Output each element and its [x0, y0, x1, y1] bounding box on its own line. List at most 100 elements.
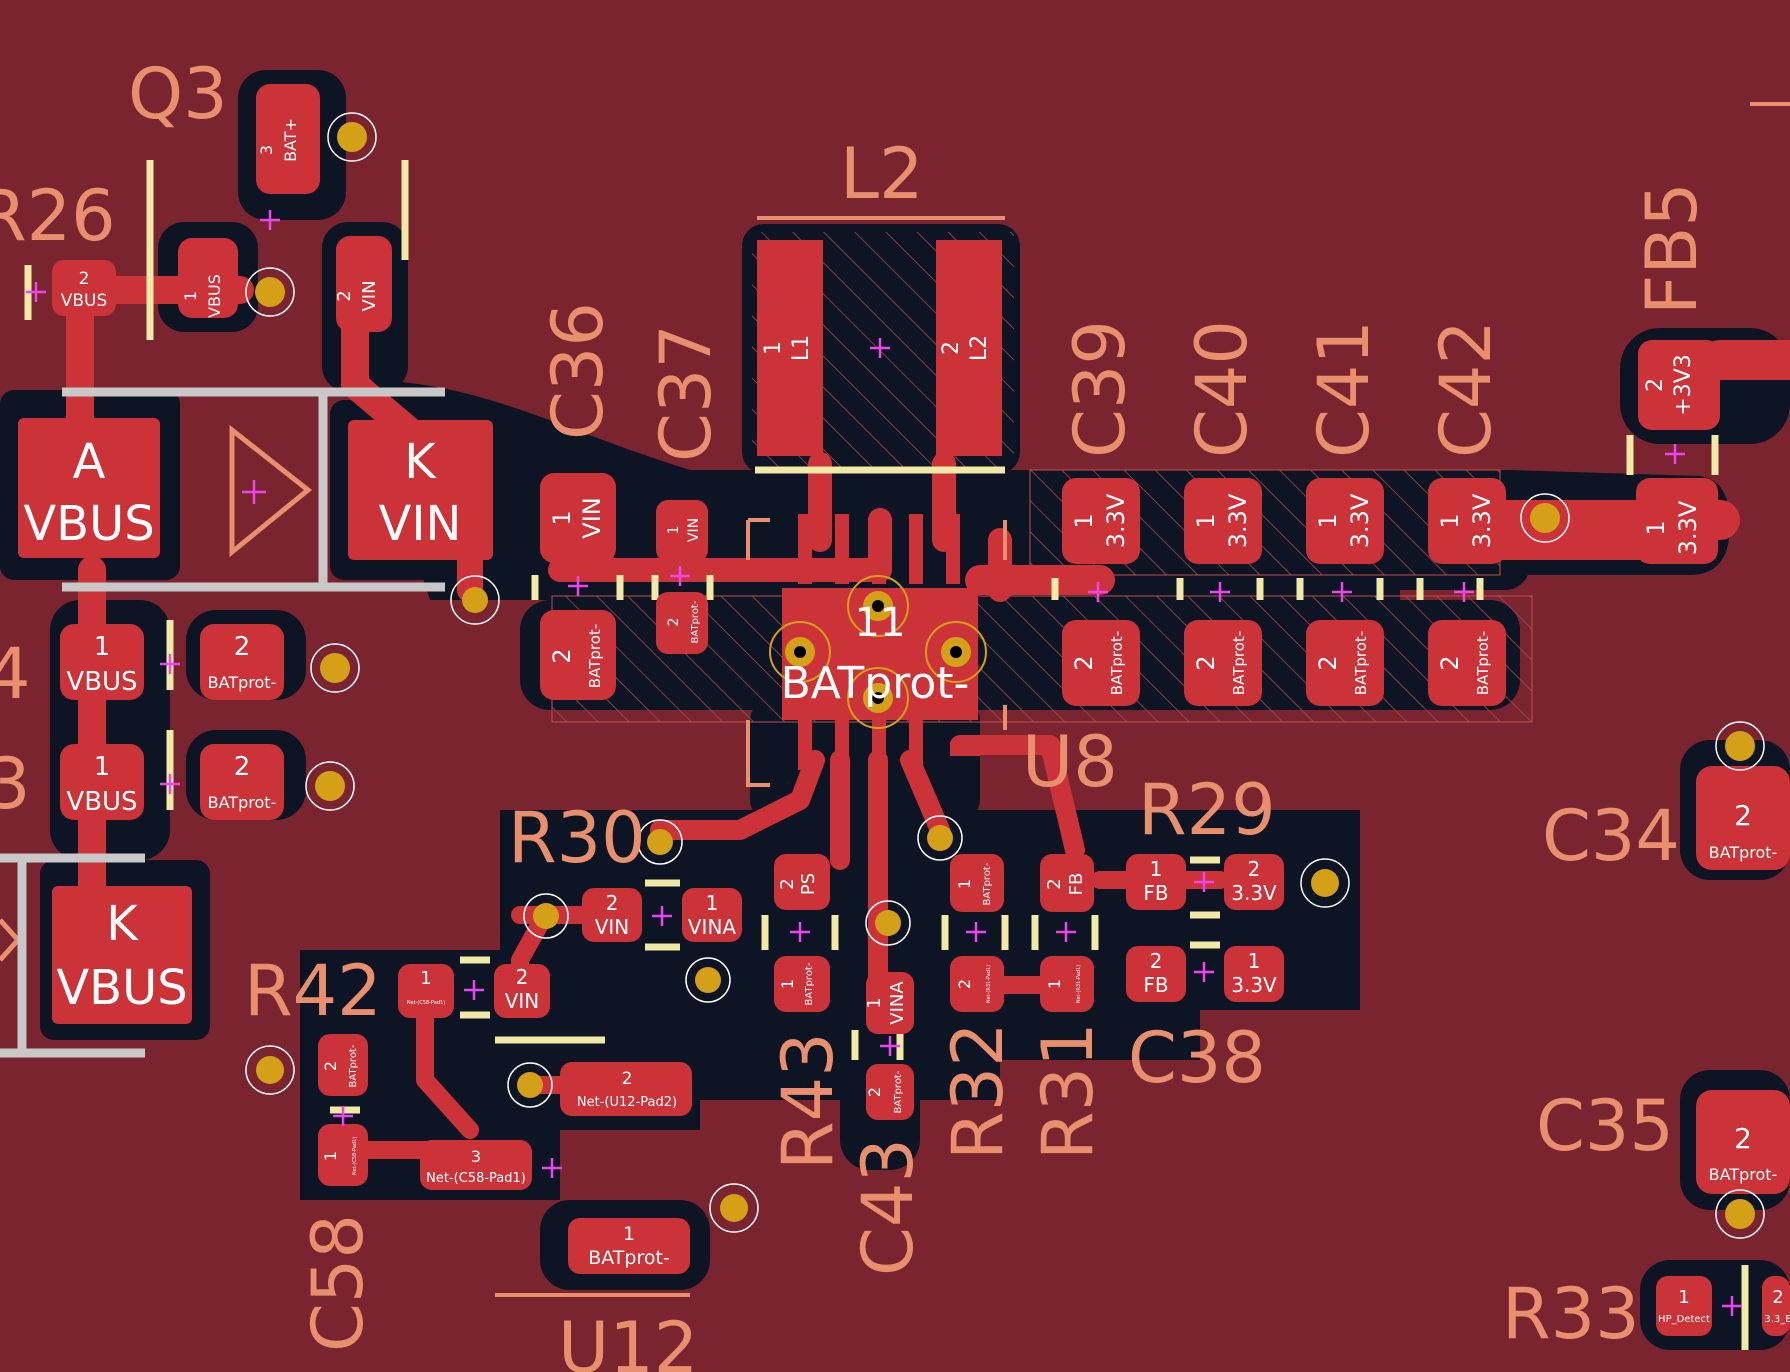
svg-text:3.3V: 3.3V: [1231, 973, 1277, 997]
svg-text:Net-(C58-Pad1): Net-(C58-Pad1): [352, 1137, 358, 1175]
svg-text:3.3V: 3.3V: [1674, 500, 1702, 555]
ref-L2: L2: [840, 133, 924, 215]
via[interactable]: [637, 819, 683, 865]
copper-pads[interactable]: [18, 84, 1790, 1336]
ref-U8: U8: [1022, 721, 1118, 803]
svg-text:K: K: [106, 896, 139, 952]
svg-text:1: 1: [94, 752, 111, 782]
svg-text:VIN: VIN: [505, 989, 540, 1013]
svg-text:2: 2: [1436, 655, 1464, 670]
svg-text:Net-(R31-Pad1): Net-(R31-Pad1): [986, 965, 992, 1003]
svg-text:1: 1: [1248, 949, 1261, 973]
svg-text:2: 2: [939, 341, 964, 355]
svg-text:1: 1: [1678, 1287, 1689, 1308]
svg-text:2: 2: [865, 1087, 884, 1097]
ref-left-3: 3: [0, 743, 31, 825]
svg-text:VBUS: VBUS: [205, 274, 224, 318]
svg-text:BATprot-: BATprot-: [1709, 1165, 1778, 1184]
ref-C35: C35: [1536, 1085, 1674, 1167]
ref-left-4: 4: [0, 633, 31, 715]
via[interactable]: [917, 815, 963, 861]
vias[interactable]: [245, 112, 1765, 1239]
svg-text:3.3V: 3.3V: [1346, 493, 1374, 548]
via[interactable]: [327, 112, 377, 162]
svg-text:BATprot-: BATprot-: [586, 624, 604, 688]
svg-text:3.3V: 3.3V: [1231, 881, 1277, 905]
ref-C39: C39: [1059, 320, 1141, 458]
svg-text:BATprot-: BATprot-: [1474, 631, 1492, 695]
svg-text:2: 2: [1734, 1122, 1752, 1155]
svg-text:1: 1: [1150, 857, 1163, 881]
svg-text:1: 1: [706, 891, 719, 915]
via[interactable]: [1520, 493, 1570, 543]
via[interactable]: [310, 643, 360, 693]
thermal-via[interactable]: [925, 621, 987, 683]
pad-labels: 3 BAT+ 1 VBUS 2 VIN 2 VBUS A VBUS K VIN …: [23, 118, 1790, 1325]
svg-text:VIN: VIN: [359, 280, 380, 311]
via[interactable]: [1300, 858, 1350, 908]
svg-text:2: 2: [79, 269, 90, 289]
ref-C36: C36: [537, 302, 619, 440]
svg-text:2: 2: [548, 648, 576, 663]
ref-R42: R42: [244, 950, 382, 1032]
svg-text:BATprot-: BATprot-: [1352, 631, 1370, 695]
svg-text:1: 1: [666, 526, 682, 535]
svg-text:2: 2: [1772, 1287, 1783, 1308]
via[interactable]: [305, 761, 355, 811]
thermal-via[interactable]: [769, 621, 831, 683]
svg-text:Net-(C58-Pad1): Net-(C58-Pad1): [426, 1171, 526, 1186]
svg-text:BATprot-: BATprot-: [208, 673, 277, 692]
ref-C38: C38: [1128, 1017, 1266, 1099]
diode-outlines: [0, 387, 445, 1058]
svg-text:3.3V: 3.3V: [1468, 493, 1496, 548]
via[interactable]: [523, 893, 569, 939]
thermal-via[interactable]: [847, 575, 909, 637]
svg-text:1: 1: [864, 997, 885, 1008]
svg-text:HP_Detect: HP_Detect: [1658, 1314, 1710, 1325]
ref-C43: C43: [847, 1138, 929, 1276]
svg-text:2: 2: [1192, 655, 1220, 670]
svg-text:2: 2: [321, 1061, 340, 1071]
svg-text:1: 1: [181, 291, 200, 301]
ref-R26: R26: [0, 175, 116, 257]
svg-text:2: 2: [955, 979, 974, 989]
svg-text:2: 2: [666, 618, 682, 627]
ref-C42: C42: [1425, 320, 1507, 458]
ref-U12: U12: [558, 1307, 698, 1372]
svg-text:3.3V: 3.3V: [1102, 493, 1130, 548]
svg-text:BATprot-: BATprot-: [804, 962, 815, 1005]
svg-text:2: 2: [606, 891, 619, 915]
svg-text:VBUS: VBUS: [61, 291, 108, 311]
svg-text:3: 3: [257, 145, 276, 155]
svg-text:2: 2: [234, 752, 251, 782]
svg-text:3: 3: [471, 1147, 481, 1166]
svg-text:VBUS: VBUS: [56, 960, 187, 1016]
via[interactable]: [245, 267, 295, 317]
svg-text:BATprot-: BATprot-: [1108, 631, 1126, 695]
anchor-markers: [26, 210, 1742, 1316]
svg-text:PS: PS: [798, 873, 819, 895]
via[interactable]: [865, 900, 911, 946]
svg-text:1: 1: [548, 510, 576, 525]
svg-text:11: 11: [855, 600, 906, 646]
svg-text:VIN: VIN: [686, 518, 702, 542]
svg-text:L1: L1: [789, 335, 814, 361]
svg-text:VBUS: VBUS: [23, 496, 154, 552]
svg-text:3.3V: 3.3V: [1224, 493, 1252, 548]
ref-R32: R32: [937, 1022, 1019, 1160]
ref-R33: R33: [1502, 1273, 1640, 1355]
svg-text:2: 2: [777, 878, 798, 889]
via[interactable]: [245, 1045, 295, 1095]
via[interactable]: [685, 957, 731, 1003]
via[interactable]: [709, 1183, 759, 1233]
svg-text:1: 1: [1192, 513, 1220, 528]
svg-text:1: 1: [321, 1151, 340, 1161]
via[interactable]: [450, 575, 500, 625]
svg-text:1: 1: [1642, 520, 1670, 535]
via[interactable]: [1715, 721, 1765, 771]
thermal-via[interactable]: [847, 667, 909, 729]
via[interactable]: [1715, 1189, 1765, 1239]
via[interactable]: [507, 1062, 553, 1108]
ref-C41: C41: [1303, 320, 1385, 458]
